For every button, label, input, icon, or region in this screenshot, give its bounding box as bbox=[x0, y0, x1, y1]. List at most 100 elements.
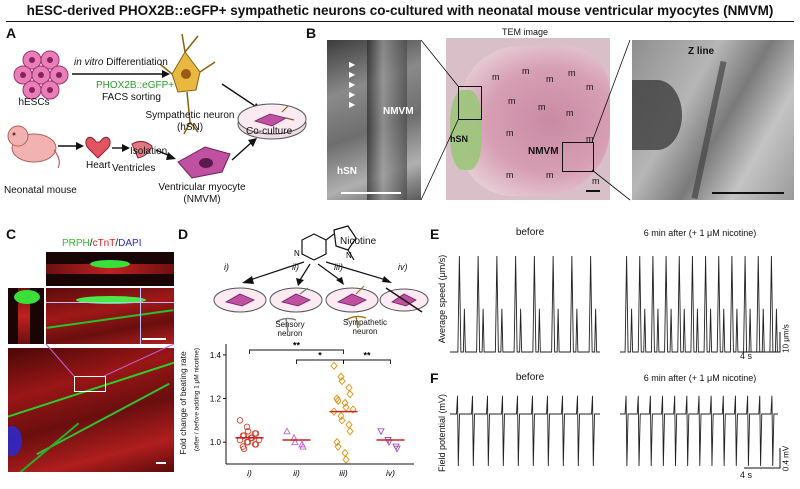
label-hescs: hESCs bbox=[18, 97, 50, 108]
stain-sep: / bbox=[89, 238, 93, 249]
scale-bar bbox=[744, 332, 781, 353]
scale-bar-zoom bbox=[142, 338, 166, 340]
panel-e-scale-y: 10 μm/s bbox=[781, 324, 791, 353]
data-point bbox=[333, 437, 341, 447]
heart-icon bbox=[85, 136, 111, 159]
mito-label: m bbox=[506, 128, 514, 138]
speed-trace-after bbox=[620, 255, 778, 353]
data-point bbox=[342, 403, 350, 412]
data-point bbox=[243, 423, 251, 431]
data-point bbox=[330, 407, 338, 416]
chart-ylabel-sub: (after / before adding 1 μM nicotine) bbox=[193, 347, 201, 452]
mito-label: m bbox=[568, 68, 576, 78]
mito-label: m bbox=[538, 102, 546, 112]
scale-bar-overview bbox=[156, 462, 166, 464]
data-point bbox=[236, 417, 244, 424]
tem-zoom-connectors bbox=[420, 39, 631, 201]
arrowhead-markers-icon: ▶▶▶▶▶ bbox=[349, 60, 356, 109]
symp-line2: neuron bbox=[352, 327, 378, 336]
panel-e-before: before bbox=[515, 227, 545, 238]
panel-e-letter: E bbox=[430, 226, 440, 242]
significance-bracket bbox=[296, 359, 344, 364]
data-point bbox=[345, 420, 353, 429]
tem-inset-box-left bbox=[458, 86, 482, 120]
panel-f-letter: F bbox=[430, 370, 439, 386]
label-z-line: Z line bbox=[688, 46, 715, 57]
tem-center-hsn-label: hSN bbox=[450, 134, 468, 144]
x-tick-label: iv) bbox=[386, 468, 395, 478]
significance-mark: * bbox=[318, 351, 322, 361]
label-heart: Heart bbox=[86, 160, 111, 171]
dish-iv-icon bbox=[379, 287, 429, 313]
mito-label: m bbox=[522, 66, 530, 76]
data-point bbox=[252, 441, 260, 448]
data-point bbox=[333, 394, 341, 403]
data-point bbox=[341, 398, 349, 408]
data-point bbox=[346, 389, 354, 399]
data-point bbox=[342, 455, 350, 464]
panel-f-after: 6 min after (+ 1 μM nicotine) bbox=[643, 373, 757, 383]
y-tick-label: 1.2 bbox=[210, 395, 222, 404]
label-ventricles: Ventricles bbox=[112, 163, 156, 174]
tem-left-nmvm-label: NMVM bbox=[383, 106, 414, 117]
coculture-dish-icon bbox=[237, 103, 307, 140]
tem-left-hsn-label: hSN bbox=[337, 166, 357, 177]
panel-f-before: before bbox=[515, 372, 545, 383]
tem-zoom-left: NMVM hSN ▶▶▶▶▶ bbox=[327, 40, 421, 200]
data-point bbox=[338, 376, 346, 386]
speed-trace-before bbox=[450, 255, 600, 353]
hesc-cluster-icon bbox=[13, 50, 69, 100]
panel-c-letter: C bbox=[6, 226, 17, 242]
group-label-ii: ii) bbox=[292, 262, 299, 272]
scale-bar bbox=[744, 448, 781, 469]
sensory-line1: Sensory bbox=[275, 320, 305, 329]
label-neonatal-mouse: Neonatal mouse bbox=[4, 185, 77, 196]
svg-text:N: N bbox=[294, 249, 300, 258]
confocal-overview bbox=[8, 348, 174, 472]
panel-f-scale-y: 0.4 mV bbox=[781, 445, 791, 472]
sensory-line2: neuron bbox=[277, 329, 303, 338]
label-sensory-neuron: Sensory neuron bbox=[260, 320, 320, 338]
mito-label: m bbox=[566, 108, 574, 118]
mito-label: m bbox=[592, 176, 600, 186]
data-point bbox=[337, 372, 345, 381]
data-point bbox=[337, 411, 345, 421]
data-point bbox=[244, 428, 252, 435]
mito-label: m bbox=[546, 74, 554, 84]
stain-dapi: DAPI bbox=[118, 238, 142, 249]
sympathetic-neuron-small-icon bbox=[345, 315, 367, 329]
x-tick-label: ii) bbox=[293, 468, 300, 478]
x-tick-label: iii) bbox=[339, 468, 348, 478]
dish-iii-icon bbox=[325, 285, 379, 313]
label-tem-image: TEM image bbox=[502, 27, 549, 37]
data-point bbox=[346, 427, 354, 436]
data-point bbox=[349, 405, 357, 414]
panel-a-schematic bbox=[7, 33, 307, 179]
data-point bbox=[334, 442, 342, 451]
data-point bbox=[299, 442, 307, 450]
speed-traces bbox=[450, 255, 781, 353]
field-potential-traces bbox=[450, 395, 781, 469]
group-label-iv: iv) bbox=[398, 262, 408, 272]
dish-ii-icon bbox=[269, 287, 323, 313]
panel-d-letter: D bbox=[178, 226, 189, 242]
confocal-xz-view bbox=[46, 252, 174, 286]
label-phox2b: PHOX2B::eGFP+ bbox=[96, 80, 175, 91]
svg-text:N: N bbox=[346, 251, 352, 260]
sympathetic-neuron-icon bbox=[159, 33, 216, 135]
significance-mark: ** bbox=[363, 351, 371, 361]
x-tick-label: i) bbox=[247, 468, 252, 478]
mito-label: m bbox=[492, 72, 500, 82]
label-differentiation: Differentiation bbox=[106, 57, 168, 68]
mito-label: m bbox=[586, 134, 594, 144]
data-point bbox=[330, 361, 338, 371]
scale-bar-center bbox=[586, 190, 600, 192]
figure-title: hESC-derived PHOX2B::eGFP+ sympathetic n… bbox=[26, 3, 774, 18]
dish-i-icon bbox=[213, 287, 267, 313]
data-point bbox=[252, 430, 260, 437]
panel-e-ylabel: Average speed (μm/s) bbox=[437, 254, 447, 344]
panel-b-letter: B bbox=[306, 25, 317, 41]
title-rule bbox=[6, 21, 794, 22]
panel-a-letter: A bbox=[6, 25, 17, 41]
tem-center-nmvm-label: NMVM bbox=[528, 146, 559, 157]
